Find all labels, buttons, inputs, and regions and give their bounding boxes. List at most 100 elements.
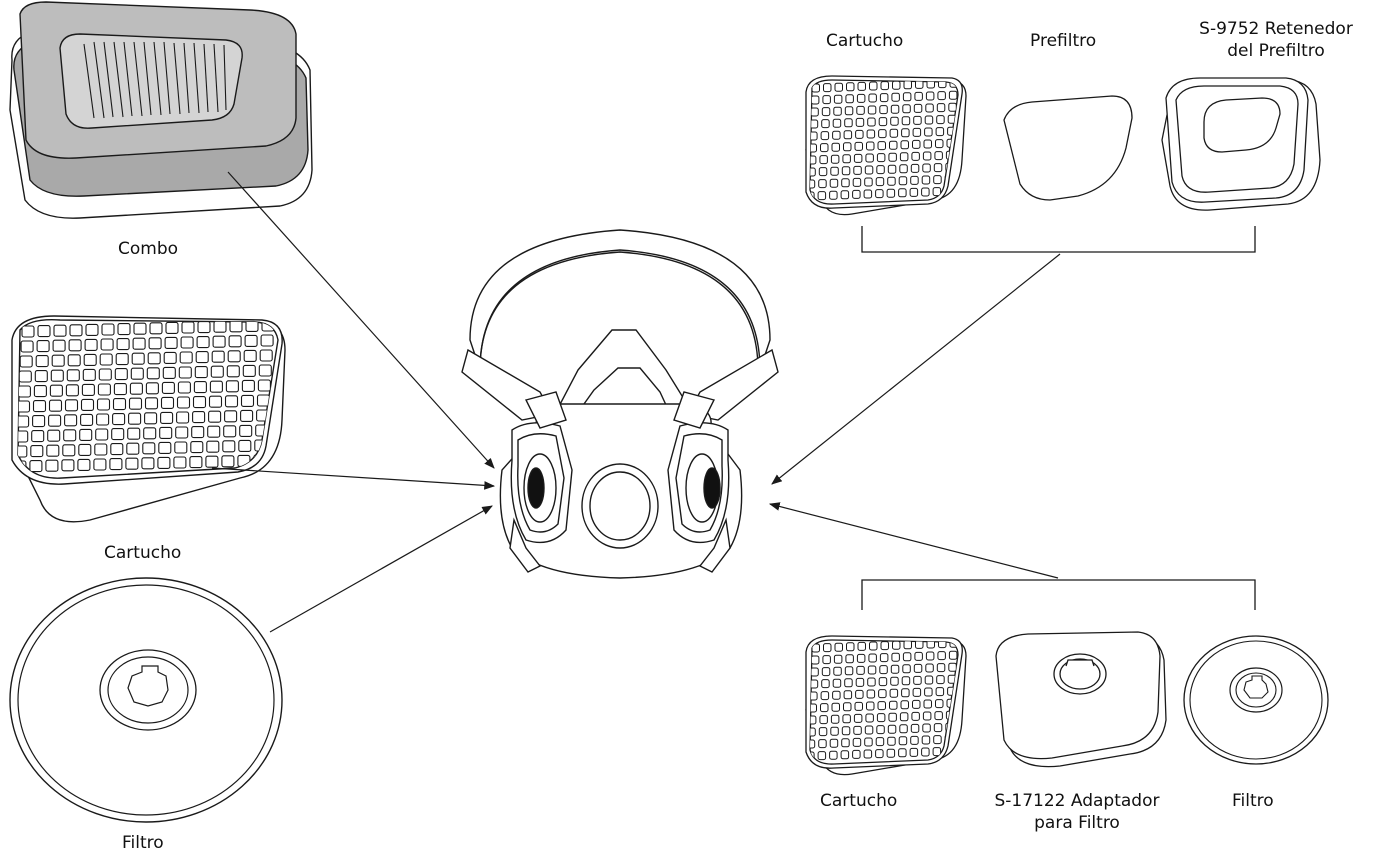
combo-cartridge [10, 2, 312, 218]
cartridge-cell [923, 164, 931, 172]
cartridge-cell [822, 120, 830, 128]
cartridge-cell [876, 190, 884, 198]
cartridge-cell [50, 385, 62, 396]
cartridge-cell [197, 337, 209, 348]
cartridge-cell [22, 326, 34, 337]
cartridge-cell [843, 715, 851, 723]
cartridge-cell [865, 726, 873, 734]
cartridge-cell [49, 415, 61, 426]
cartridge-cell [230, 321, 242, 332]
cartridge-cell [54, 325, 66, 336]
cartridge-cell [876, 750, 884, 758]
cartridge-cell [227, 366, 239, 377]
cartridge-cell [856, 130, 864, 138]
cartridge-cell [824, 644, 832, 652]
cartridge-cell [846, 95, 854, 103]
cartridge-cell [868, 678, 876, 686]
cartridge-cell [879, 678, 887, 686]
cartridge-cell [129, 413, 141, 424]
cartridge-cell [844, 703, 852, 711]
cartridge-cell [175, 442, 187, 453]
cartridge-cell [903, 93, 911, 101]
cartridge-cell [260, 350, 272, 361]
cartridge-cell [159, 442, 171, 453]
cartridge-cell [63, 445, 75, 456]
cartridge-cell [912, 712, 920, 720]
cartridge-cell [98, 384, 110, 395]
cartridge-cell [130, 398, 142, 409]
cartridge-cell [242, 395, 254, 406]
label-top-retenedor-line1: S-9752 Retenedor [1186, 18, 1366, 40]
cartridge-cell [214, 321, 226, 332]
cartridge-cell [858, 82, 866, 90]
cartridge-cell [949, 103, 957, 111]
cartridge-cell [179, 367, 191, 378]
cartridge-cell [926, 92, 934, 100]
cartridge-cell [190, 457, 202, 468]
cartridge-cell [833, 119, 841, 127]
cartridge-cell [869, 94, 877, 102]
cartridge-cell [126, 458, 138, 469]
cartridge-cell [833, 691, 841, 699]
cartridge-cell [841, 191, 849, 199]
cartridge-cell [144, 428, 156, 439]
cartridge-cell [845, 667, 853, 675]
cartridge-cell [818, 192, 826, 200]
cartridge-cell [934, 724, 942, 732]
cartridge-cell [112, 429, 124, 440]
cartridge-cell [855, 702, 863, 710]
cartridge-cell [85, 339, 97, 350]
cartridge-cell [240, 425, 252, 436]
cartridge-cell [79, 444, 91, 455]
cartridge-cell [164, 352, 176, 363]
cartridge-cell [937, 664, 945, 672]
cartridge-cell [210, 396, 222, 407]
cartridge-cell [177, 412, 189, 423]
cartridge-cell [83, 369, 95, 380]
cartridge-cell [166, 322, 178, 333]
cartridge-cell [891, 105, 899, 113]
cartridge-cell [922, 736, 930, 744]
cartridge-cell [854, 166, 862, 174]
cartridge-cell [847, 83, 855, 91]
cartridge-cell [887, 189, 895, 197]
cartridge-cell [916, 640, 924, 648]
cartridge-cell [32, 431, 44, 442]
cartridge-cell [18, 386, 30, 397]
cartridge-cell [819, 740, 827, 748]
cartridge-cell [835, 83, 843, 91]
cartridge-cell [820, 156, 828, 164]
cartridge-cell [864, 190, 872, 198]
cartridge-cell [67, 370, 79, 381]
cartridge-cell [196, 352, 208, 363]
cartridge-cell [913, 128, 921, 136]
cartridge-cell [830, 751, 838, 759]
cartridge-cell [82, 399, 94, 410]
cartridge-cell [822, 680, 830, 688]
cartridge-cell [925, 116, 933, 124]
cartridge-cell [890, 141, 898, 149]
cartridge-cell [867, 690, 875, 698]
cartridge-cell [935, 712, 943, 720]
cartridge-cell [832, 703, 840, 711]
cartridge-cell [834, 95, 842, 103]
cartridge-cell [913, 700, 921, 708]
arrow-filtro-left [270, 506, 492, 632]
cartridge-cell [161, 412, 173, 423]
cartridge-cell [889, 713, 897, 721]
cartridge-cell [936, 140, 944, 148]
cartridge-cell [819, 168, 827, 176]
cartridge-cell [146, 398, 158, 409]
cartridge-cell [97, 414, 109, 425]
cartridge-cell [18, 401, 30, 412]
cartridge-cell [843, 155, 851, 163]
cartridge-cell [888, 725, 896, 733]
cartridge-cell [198, 322, 210, 333]
cartridge-cell [877, 154, 885, 162]
cartridge-cell [890, 701, 898, 709]
cartridge-cell [146, 383, 158, 394]
cartridge-cell [80, 429, 92, 440]
cartridge-cell [833, 679, 841, 687]
cartridge-cell [867, 142, 875, 150]
